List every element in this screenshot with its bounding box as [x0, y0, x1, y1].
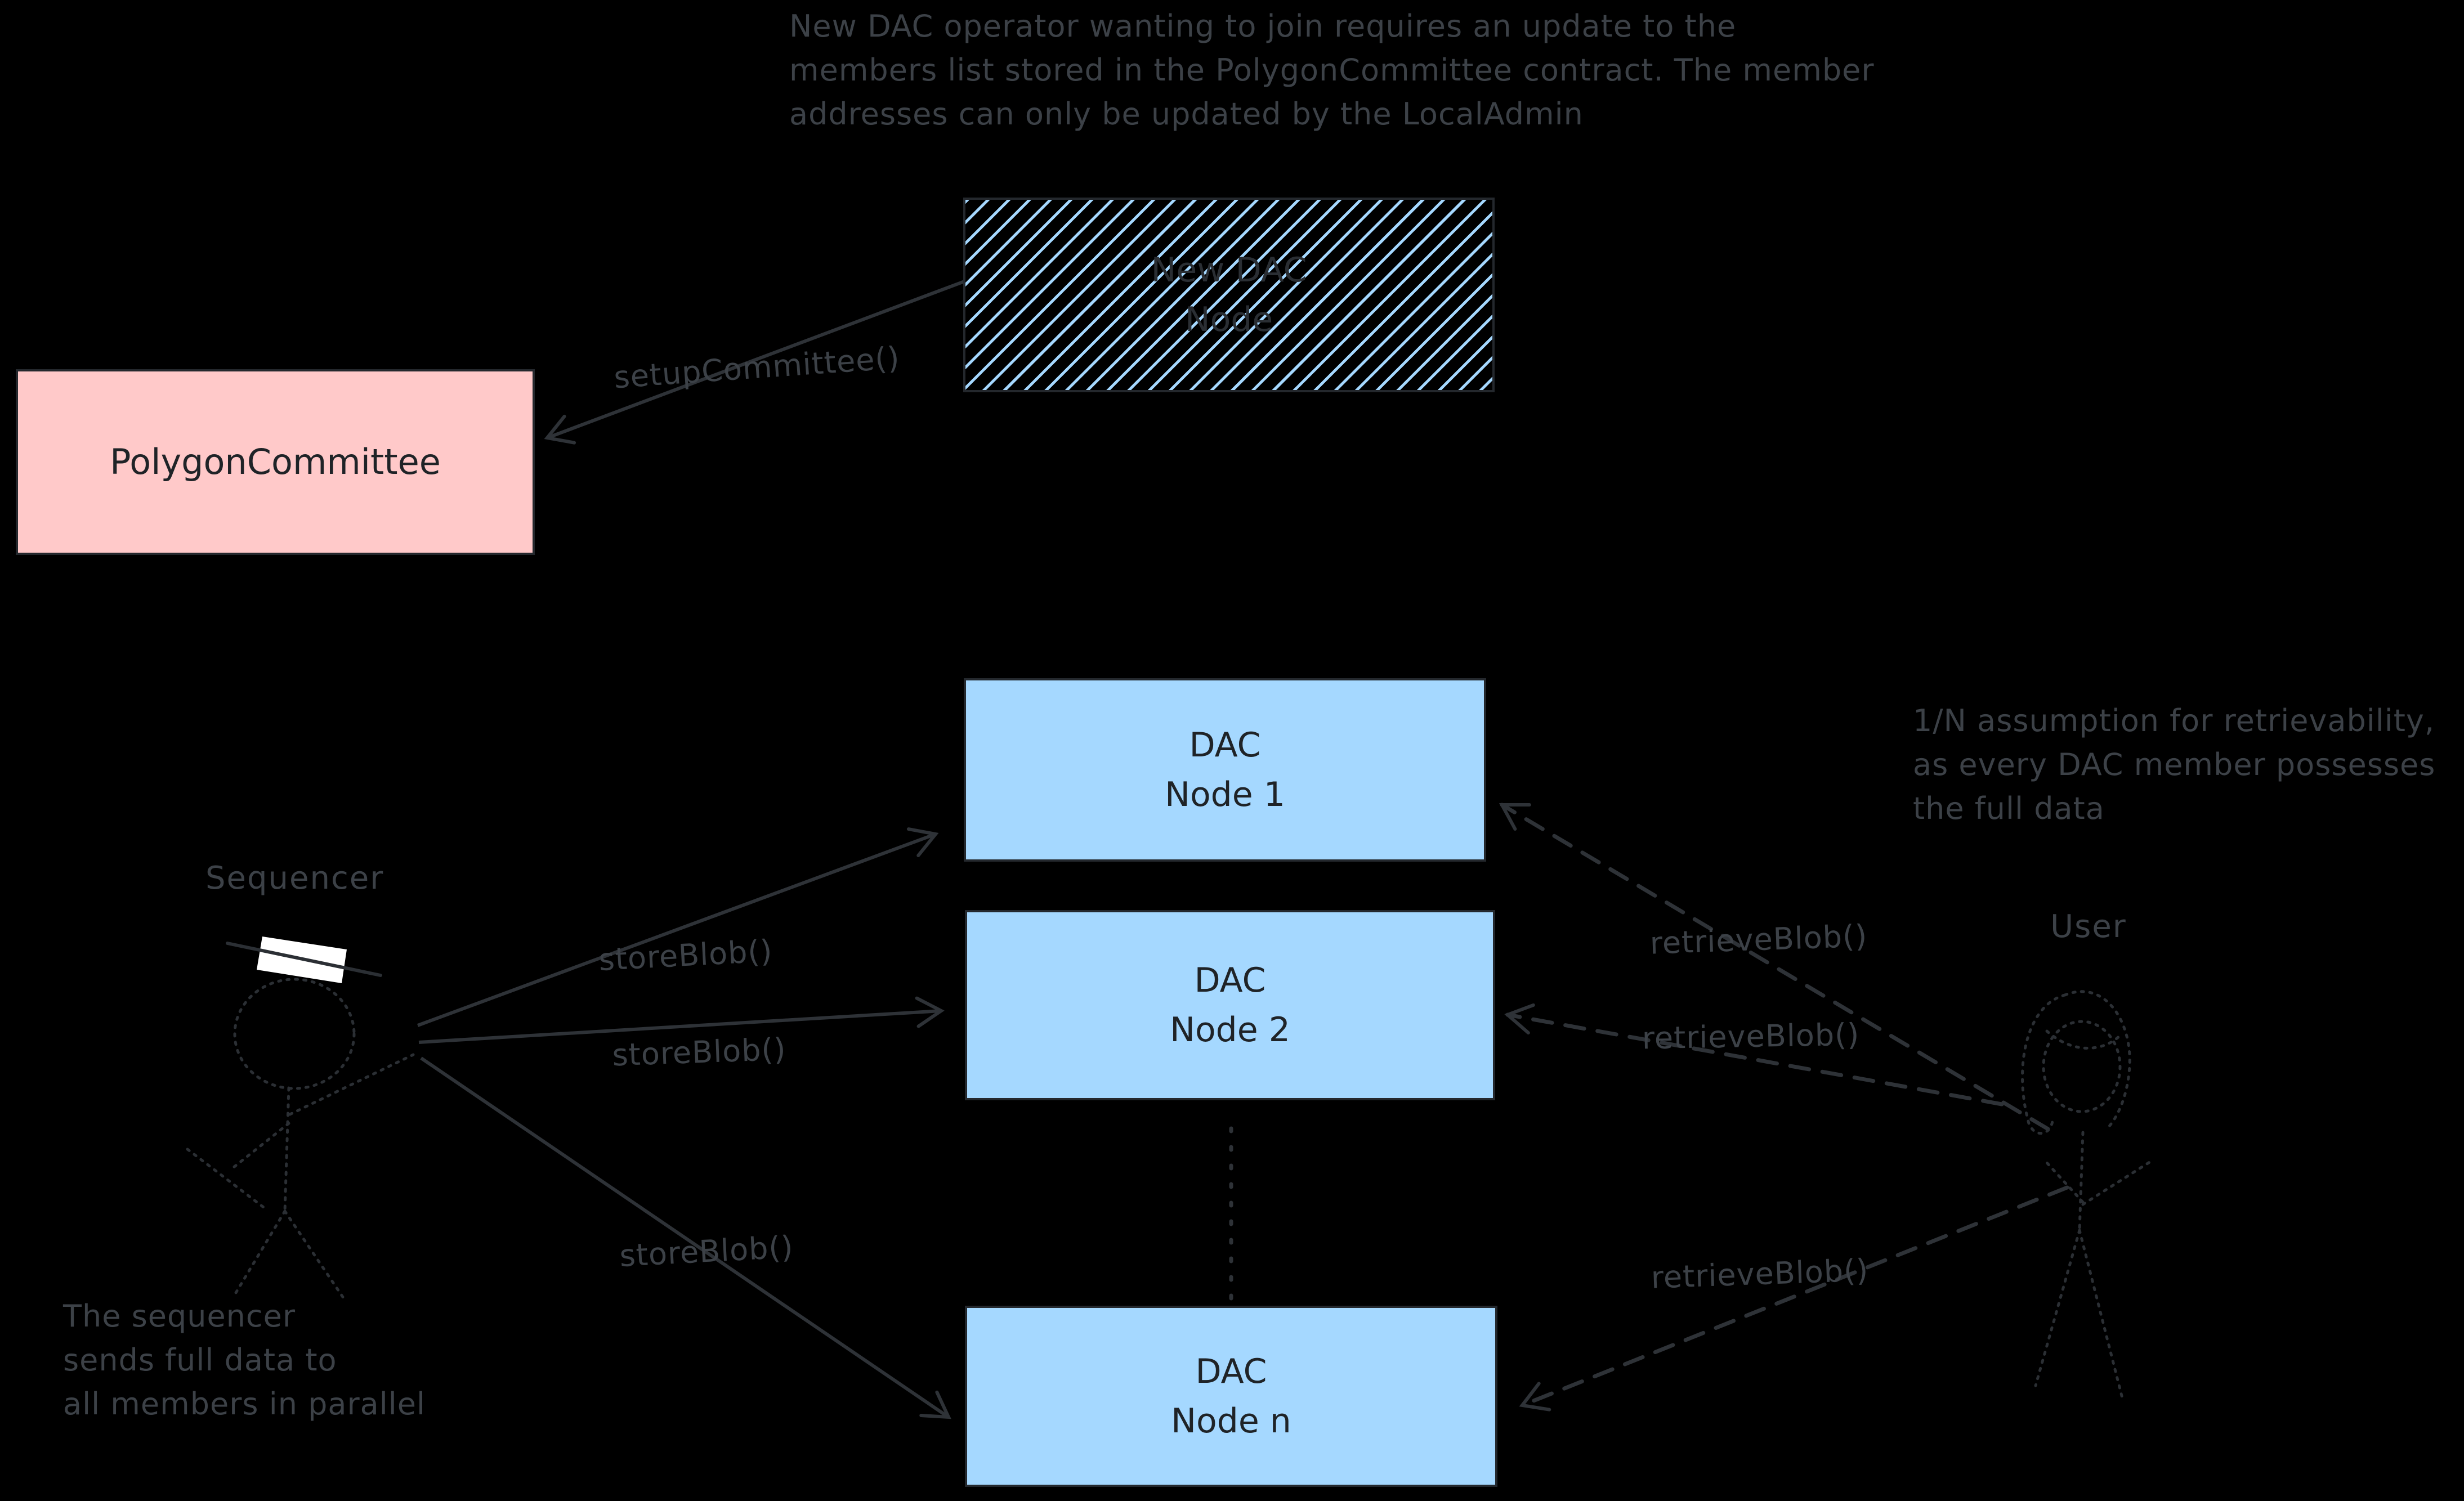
note-line: New DAC operator wanting to join require… — [789, 8, 1737, 44]
sequencer-leg-right — [283, 1209, 347, 1303]
note-1n-assumption: 1/N assumption for retrievability, as ev… — [1913, 699, 2435, 831]
note-line: sends full data to — [63, 1342, 337, 1378]
note-line: 1/N assumption for retrievability, — [1913, 703, 2435, 738]
dac-node-n-box: DAC Node n — [965, 1306, 1497, 1487]
dac-node-1-box: DAC Node 1 — [964, 678, 1486, 862]
note-line: members list stored in the PolygonCommit… — [789, 52, 1875, 88]
sequencer-body — [283, 1086, 290, 1213]
note-line: The sequencer — [63, 1298, 296, 1334]
user-hair-left — [2021, 993, 2067, 1135]
sequencer-arm-right — [288, 1053, 415, 1116]
store-blob-arrow-1 — [417, 827, 939, 1027]
dac-node-2-line2: Node 2 — [1170, 1010, 1290, 1050]
new-dac-node-box: New DAC Node — [963, 198, 1495, 392]
note-line: all members in parallel — [63, 1386, 426, 1422]
dac-node-n-line1: DAC — [1195, 1352, 1267, 1391]
dac-node-n-line2: Node n — [1171, 1401, 1291, 1441]
sequencer-hat-brim — [226, 942, 382, 977]
note-sequencer-parallel: The sequencer sends full data to all mem… — [63, 1294, 426, 1426]
user-figure — [2021, 990, 2152, 1400]
polygon-committee-box: PolygonCommittee — [16, 369, 535, 555]
user-leg-right — [2078, 1229, 2124, 1400]
dac-node-1-line2: Node 1 — [1165, 775, 1285, 814]
dac-node-2-line1: DAC — [1194, 961, 1266, 1000]
user-label: User — [2050, 908, 2127, 945]
user-hair-right — [2063, 990, 2131, 1132]
sequencer-head — [233, 978, 356, 1090]
store-blob-arrow-2 — [418, 996, 945, 1044]
user-arm-right — [2081, 1160, 2152, 1206]
dac-node-2-box: DAC Node 2 — [965, 910, 1495, 1100]
new-dac-node-line1: New DAC — [1151, 250, 1307, 290]
retrieve-blob-arrow-2 — [1504, 1003, 2004, 1106]
user-leg-left — [2034, 1229, 2081, 1387]
sequencer-figure — [186, 937, 415, 1303]
sequencer-leg-left — [232, 1209, 287, 1297]
user-head — [2042, 1020, 2122, 1113]
dac-node-1-line1: DAC — [1189, 725, 1261, 765]
user-arm-left — [2045, 1161, 2085, 1204]
polygon-committee-label: PolygonCommittee — [110, 441, 441, 482]
note-line: addresses can only be updated by the Loc… — [789, 96, 1584, 132]
user-body — [2078, 1131, 2085, 1232]
retrieve-blob-label-2: retrieveBlob() — [1642, 1016, 1860, 1056]
new-dac-node-line2: Node — [1184, 300, 1273, 339]
note-new-dac-operator: New DAC operator wanting to join require… — [789, 5, 1875, 136]
setup-committee-arrow — [544, 280, 965, 445]
store-blob-arrow-3 — [420, 1056, 951, 1419]
note-line: as every DAC member possesses — [1913, 747, 2436, 782]
sequencer-arm-left — [229, 1122, 290, 1171]
note-line: the full data — [1913, 791, 2105, 826]
retrieve-blob-arrow-3 — [1519, 1185, 2069, 1412]
sequencer-label: Sequencer — [205, 860, 384, 897]
sequencer-sketch-line — [186, 1148, 267, 1211]
user-hair-fringe — [2045, 1029, 2122, 1050]
retrieve-blob-arrow-1 — [1499, 803, 2050, 1131]
